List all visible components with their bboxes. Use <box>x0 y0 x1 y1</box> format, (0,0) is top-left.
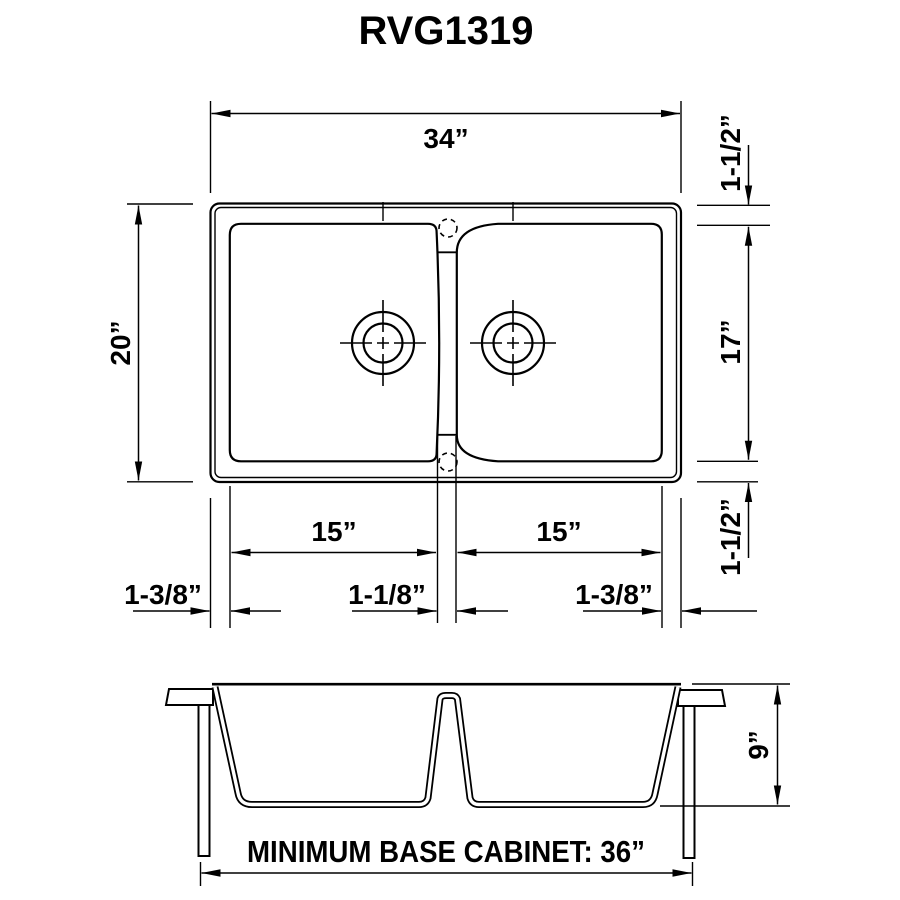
top-view <box>209 202 683 484</box>
dim-label-15-left: 15” <box>311 516 356 547</box>
dim-overall-width: 34” <box>209 101 682 193</box>
dim-label-left-edge: 1-3/8” <box>124 579 202 610</box>
dim-right-bowl-width: 15” <box>457 516 661 557</box>
top-view-dimensions: 34” 20” 1-1/2” 17” 1-1/2” <box>105 101 770 628</box>
dim-label-top-reveal: 1-1/2” <box>715 114 746 192</box>
dim-right-column: 1-1/2” 17” 1-1/2” <box>697 114 770 576</box>
cabinet-side-right <box>682 705 696 859</box>
dim-label-right-edge: 1-3/8” <box>575 579 653 610</box>
dim-label-divider: 1-1/8” <box>348 579 426 610</box>
dim-left-edge: 1-3/8” <box>124 579 281 615</box>
right-bowl <box>455 222 663 463</box>
drain-left <box>340 300 426 386</box>
page-title: RVG1319 <box>359 9 534 53</box>
dim-label-17: 17” <box>715 319 746 364</box>
dim-left-bowl-width: 15” <box>231 516 436 557</box>
cabinet-side-left <box>197 704 211 857</box>
dim-label-34: 34” <box>423 123 468 154</box>
sink-section <box>211 682 682 808</box>
front-view <box>164 682 727 859</box>
dim-label-bottom-reveal: 1-1/2” <box>715 498 746 576</box>
counter-flange-left <box>164 688 214 706</box>
dim-label-20: 20” <box>105 320 136 365</box>
counter-flange-right <box>677 689 727 707</box>
drain-right <box>470 300 556 386</box>
dim-label-9: 9” <box>743 730 774 760</box>
dim-divider: 1-1/8” <box>348 579 508 615</box>
dim-overall-depth: 20” <box>105 203 193 483</box>
dim-label-15-right: 15” <box>536 516 581 547</box>
cabinet-note: MINIMUM BASE CABINET: 36” <box>247 834 645 869</box>
dim-right-edge: 1-3/8” <box>575 579 757 615</box>
dim-base-cabinet: MINIMUM BASE CABINET: 36” <box>199 834 694 886</box>
dim-bowl-depth: 9” <box>660 683 790 807</box>
sink-rim-outer <box>209 202 683 484</box>
mounting-hole-bottom <box>438 452 458 472</box>
left-bowl <box>228 222 441 463</box>
front-view-dimensions: 9” MINIMUM BASE CABINET: 36” <box>199 683 790 886</box>
extension-lines-bottom <box>209 436 682 628</box>
sink-rim-inner <box>214 206 678 479</box>
mounting-hole-top <box>438 218 458 238</box>
